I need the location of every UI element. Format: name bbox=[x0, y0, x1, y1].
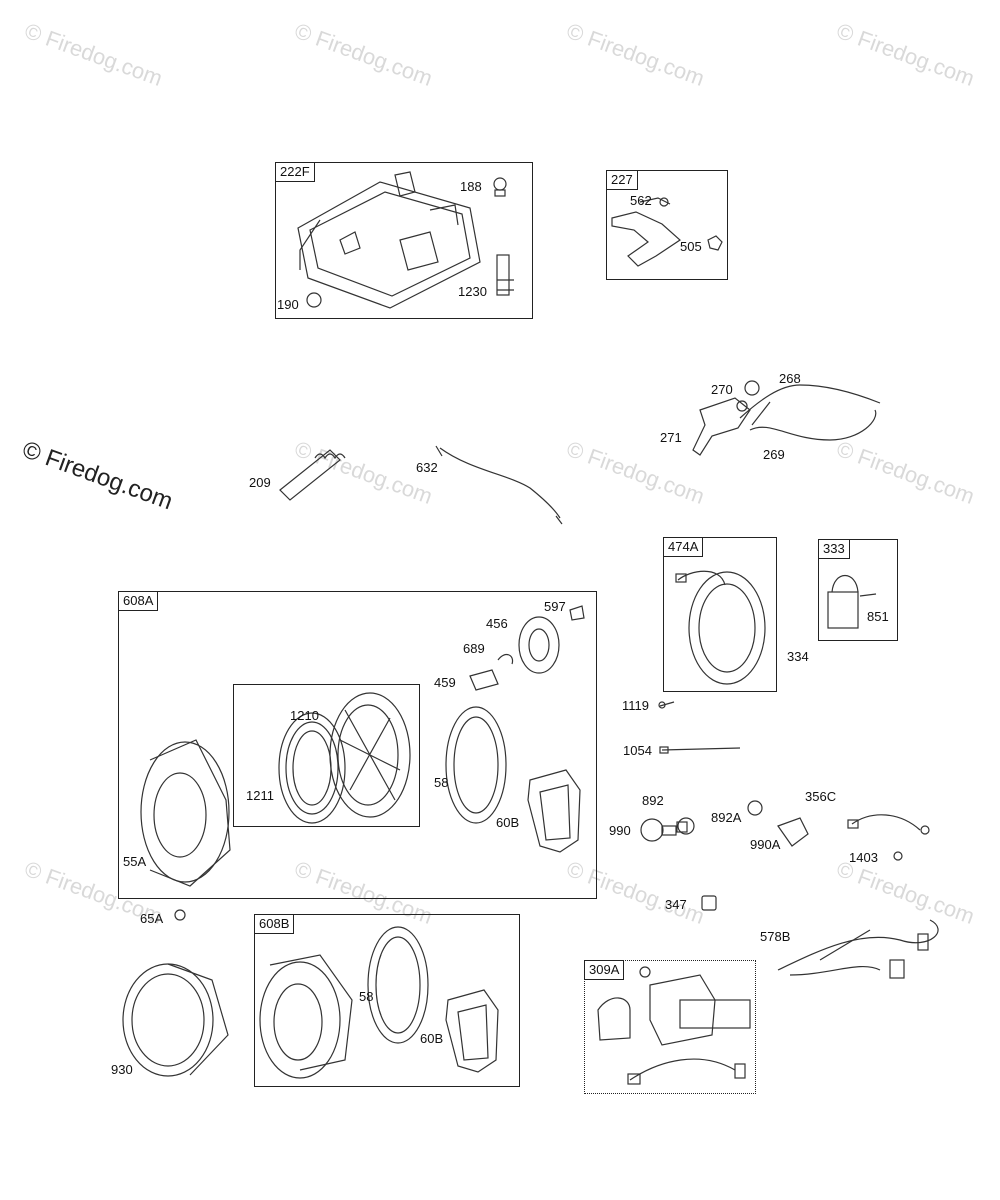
starter-motor-drawing bbox=[597, 966, 751, 1085]
part-label: 270 bbox=[711, 382, 733, 397]
part-label: 892A bbox=[711, 810, 742, 825]
group-tag: 474A bbox=[663, 537, 704, 557]
sub-box-starter bbox=[233, 684, 420, 827]
base-plate-drawing bbox=[297, 171, 514, 309]
part-label: 334 bbox=[787, 649, 809, 664]
governor-spring-drawing bbox=[279, 449, 346, 501]
group-box-309A: 309A bbox=[584, 960, 756, 1094]
lever-bracket-drawing bbox=[611, 197, 723, 267]
group-box-474A: 474A bbox=[663, 537, 777, 692]
group-box-227: 227 bbox=[606, 170, 728, 280]
group-tag: 227 bbox=[606, 170, 638, 190]
part-label: 58 bbox=[359, 989, 374, 1004]
cup-drawing bbox=[518, 605, 585, 674]
part-label: 1230 bbox=[458, 284, 487, 299]
part-label: 930 bbox=[111, 1062, 133, 1077]
part-label: 190 bbox=[277, 297, 299, 312]
part-label: 632 bbox=[416, 460, 438, 475]
part-label: 990 bbox=[609, 823, 631, 838]
part-label: 356C bbox=[805, 789, 837, 804]
rope-guide-drawing bbox=[445, 706, 507, 824]
pulley-drawing bbox=[329, 692, 411, 818]
part-label: 456 bbox=[486, 616, 508, 631]
alternator-drawing bbox=[675, 570, 766, 685]
group-tag: 222F bbox=[275, 162, 315, 182]
part-label: 347 bbox=[665, 897, 687, 912]
part-label: 1054 bbox=[623, 743, 652, 758]
part-label: 1119 bbox=[622, 698, 649, 713]
part-label: 268 bbox=[779, 371, 801, 386]
blower-housing-a-drawing bbox=[140, 739, 231, 887]
part-label: 562 bbox=[630, 193, 652, 208]
group-tag: 608B bbox=[254, 914, 295, 934]
group-box-608B: 608B bbox=[254, 914, 520, 1087]
part-label: 892 bbox=[642, 793, 664, 808]
blower-housing-b-drawing bbox=[259, 954, 353, 1079]
group-tag: 333 bbox=[818, 539, 850, 559]
part-label: 851 bbox=[867, 609, 889, 624]
part-label: 55A bbox=[123, 854, 147, 869]
handle-a-drawing bbox=[527, 769, 581, 853]
group-tag: 309A bbox=[584, 960, 625, 980]
governor-link-drawing bbox=[435, 445, 563, 525]
part-label: 1211 bbox=[246, 788, 274, 803]
ignition-armature-drawing bbox=[827, 575, 877, 629]
group-tag: 608A bbox=[118, 591, 159, 611]
part-label: 505 bbox=[680, 239, 702, 254]
rope-guide-b-drawing bbox=[367, 926, 429, 1044]
part-label: 58 bbox=[434, 775, 449, 790]
part-label: 459 bbox=[434, 675, 456, 690]
part-label: 597 bbox=[544, 599, 566, 614]
handle-b-drawing bbox=[445, 989, 499, 1073]
group-box-333: 333 bbox=[818, 539, 898, 641]
part-label: 578B bbox=[760, 929, 791, 944]
part-label: 60B bbox=[496, 815, 520, 830]
part-label: 990A bbox=[750, 837, 781, 852]
ratchet-drawing bbox=[469, 653, 514, 691]
part-label: 271 bbox=[660, 430, 682, 445]
part-label: 65A bbox=[140, 911, 164, 926]
shroud-drawing bbox=[122, 963, 229, 1077]
part-label: 209 bbox=[249, 475, 271, 490]
part-label: 269 bbox=[763, 447, 785, 462]
small-parts-drawing bbox=[174, 701, 939, 979]
part-label: 60B bbox=[420, 1031, 444, 1046]
throttle-cable-drawing bbox=[692, 380, 881, 456]
rewind-spring-drawing bbox=[278, 712, 346, 824]
part-label: 1403 bbox=[849, 850, 878, 865]
part-label: 1210 bbox=[290, 708, 319, 723]
part-label: 689 bbox=[463, 641, 485, 656]
part-label: 188 bbox=[460, 179, 482, 194]
group-box-222F: 222F bbox=[275, 162, 533, 319]
group-box-608A: 608A bbox=[118, 591, 597, 899]
